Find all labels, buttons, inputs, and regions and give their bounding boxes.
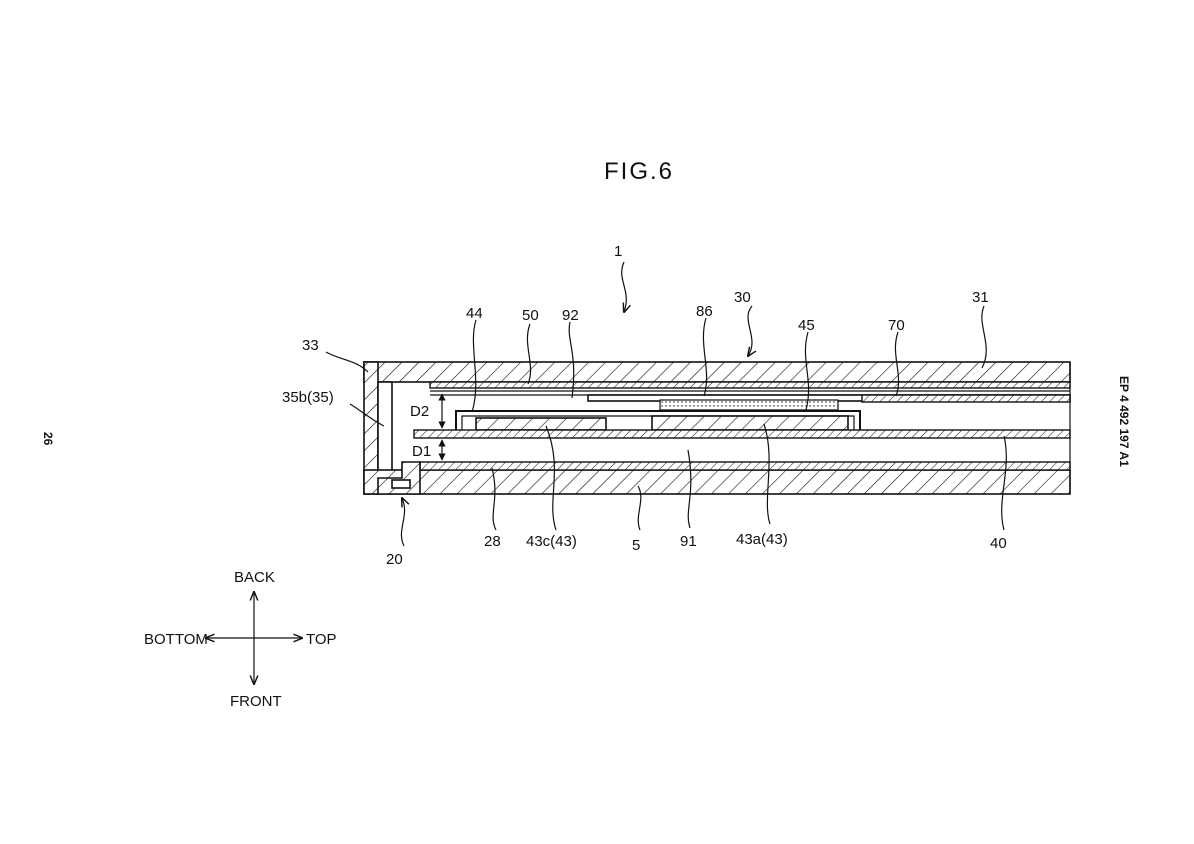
circuit-board-40 xyxy=(413,429,1071,439)
label-91: 91 xyxy=(680,533,697,550)
leader-45 xyxy=(804,331,810,411)
figure-title: FIG.6 xyxy=(604,158,674,185)
dimension-d2-label: D2 xyxy=(410,403,429,420)
leader-lines xyxy=(325,261,1007,547)
leader-33 xyxy=(325,351,369,373)
label-30: 30 xyxy=(734,289,751,306)
label-92: 92 xyxy=(562,307,579,324)
publication-number: EP 4 492 197 A1 xyxy=(1117,376,1131,467)
layer-70 xyxy=(861,394,1071,403)
leader-30 xyxy=(748,305,752,356)
label-70: 70 xyxy=(888,317,905,334)
leader-28 xyxy=(491,467,497,531)
label-50: 50 xyxy=(522,307,539,324)
leader-1 xyxy=(621,261,627,312)
cross-section xyxy=(363,361,1071,495)
leader-35b xyxy=(349,403,385,427)
direction-front-label: FRONT xyxy=(230,693,282,710)
label-5: 5 xyxy=(632,537,640,554)
leader-20 xyxy=(401,498,404,547)
direction-top-label: TOP xyxy=(306,631,337,648)
dimension-d1-label: D1 xyxy=(412,443,431,460)
step-notch xyxy=(391,479,411,489)
label-28: 28 xyxy=(484,533,501,550)
housing-top-plate xyxy=(363,361,1071,383)
film-50 xyxy=(429,381,1071,389)
leader-91 xyxy=(687,449,692,529)
component-86 xyxy=(659,399,839,411)
leader-92 xyxy=(568,321,575,399)
label-33: 33 xyxy=(302,337,319,354)
label-35b: 35b(35) xyxy=(282,389,334,406)
leader-31 xyxy=(981,305,987,369)
direction-indicator: BACK FRONT BOTTOM TOP xyxy=(144,569,337,710)
direction-bottom-label: BOTTOM xyxy=(144,631,208,648)
label-40: 40 xyxy=(990,535,1007,552)
label-86: 86 xyxy=(696,303,713,320)
direction-back-label: BACK xyxy=(234,569,275,586)
label-43a: 43a(43) xyxy=(736,531,788,548)
label-1: 1 xyxy=(614,243,622,260)
leader-50 xyxy=(526,323,532,385)
component-43a xyxy=(651,415,849,431)
side-cover-35b xyxy=(377,381,393,479)
component-43c xyxy=(475,417,607,431)
leader-86 xyxy=(702,317,708,397)
leader-44 xyxy=(471,319,477,413)
label-45: 45 xyxy=(798,317,815,334)
label-44: 44 xyxy=(466,305,483,322)
leader-40 xyxy=(1001,435,1007,531)
bottom-plate-5 xyxy=(363,469,1071,495)
leader-43c xyxy=(545,425,557,531)
shield-case-44 xyxy=(455,410,861,430)
page-number: 26 xyxy=(41,432,55,446)
leader-5 xyxy=(637,485,642,531)
plate-28 xyxy=(419,461,1071,471)
label-31: 31 xyxy=(972,289,989,306)
reference-labels: 1 30 31 33 35b(35) 44 50 92 86 45 70 D2 … xyxy=(282,243,1007,568)
label-20: 20 xyxy=(386,551,403,568)
label-43c: 43c(43) xyxy=(526,533,577,550)
leader-70 xyxy=(894,331,900,397)
leader-43a xyxy=(763,423,771,525)
